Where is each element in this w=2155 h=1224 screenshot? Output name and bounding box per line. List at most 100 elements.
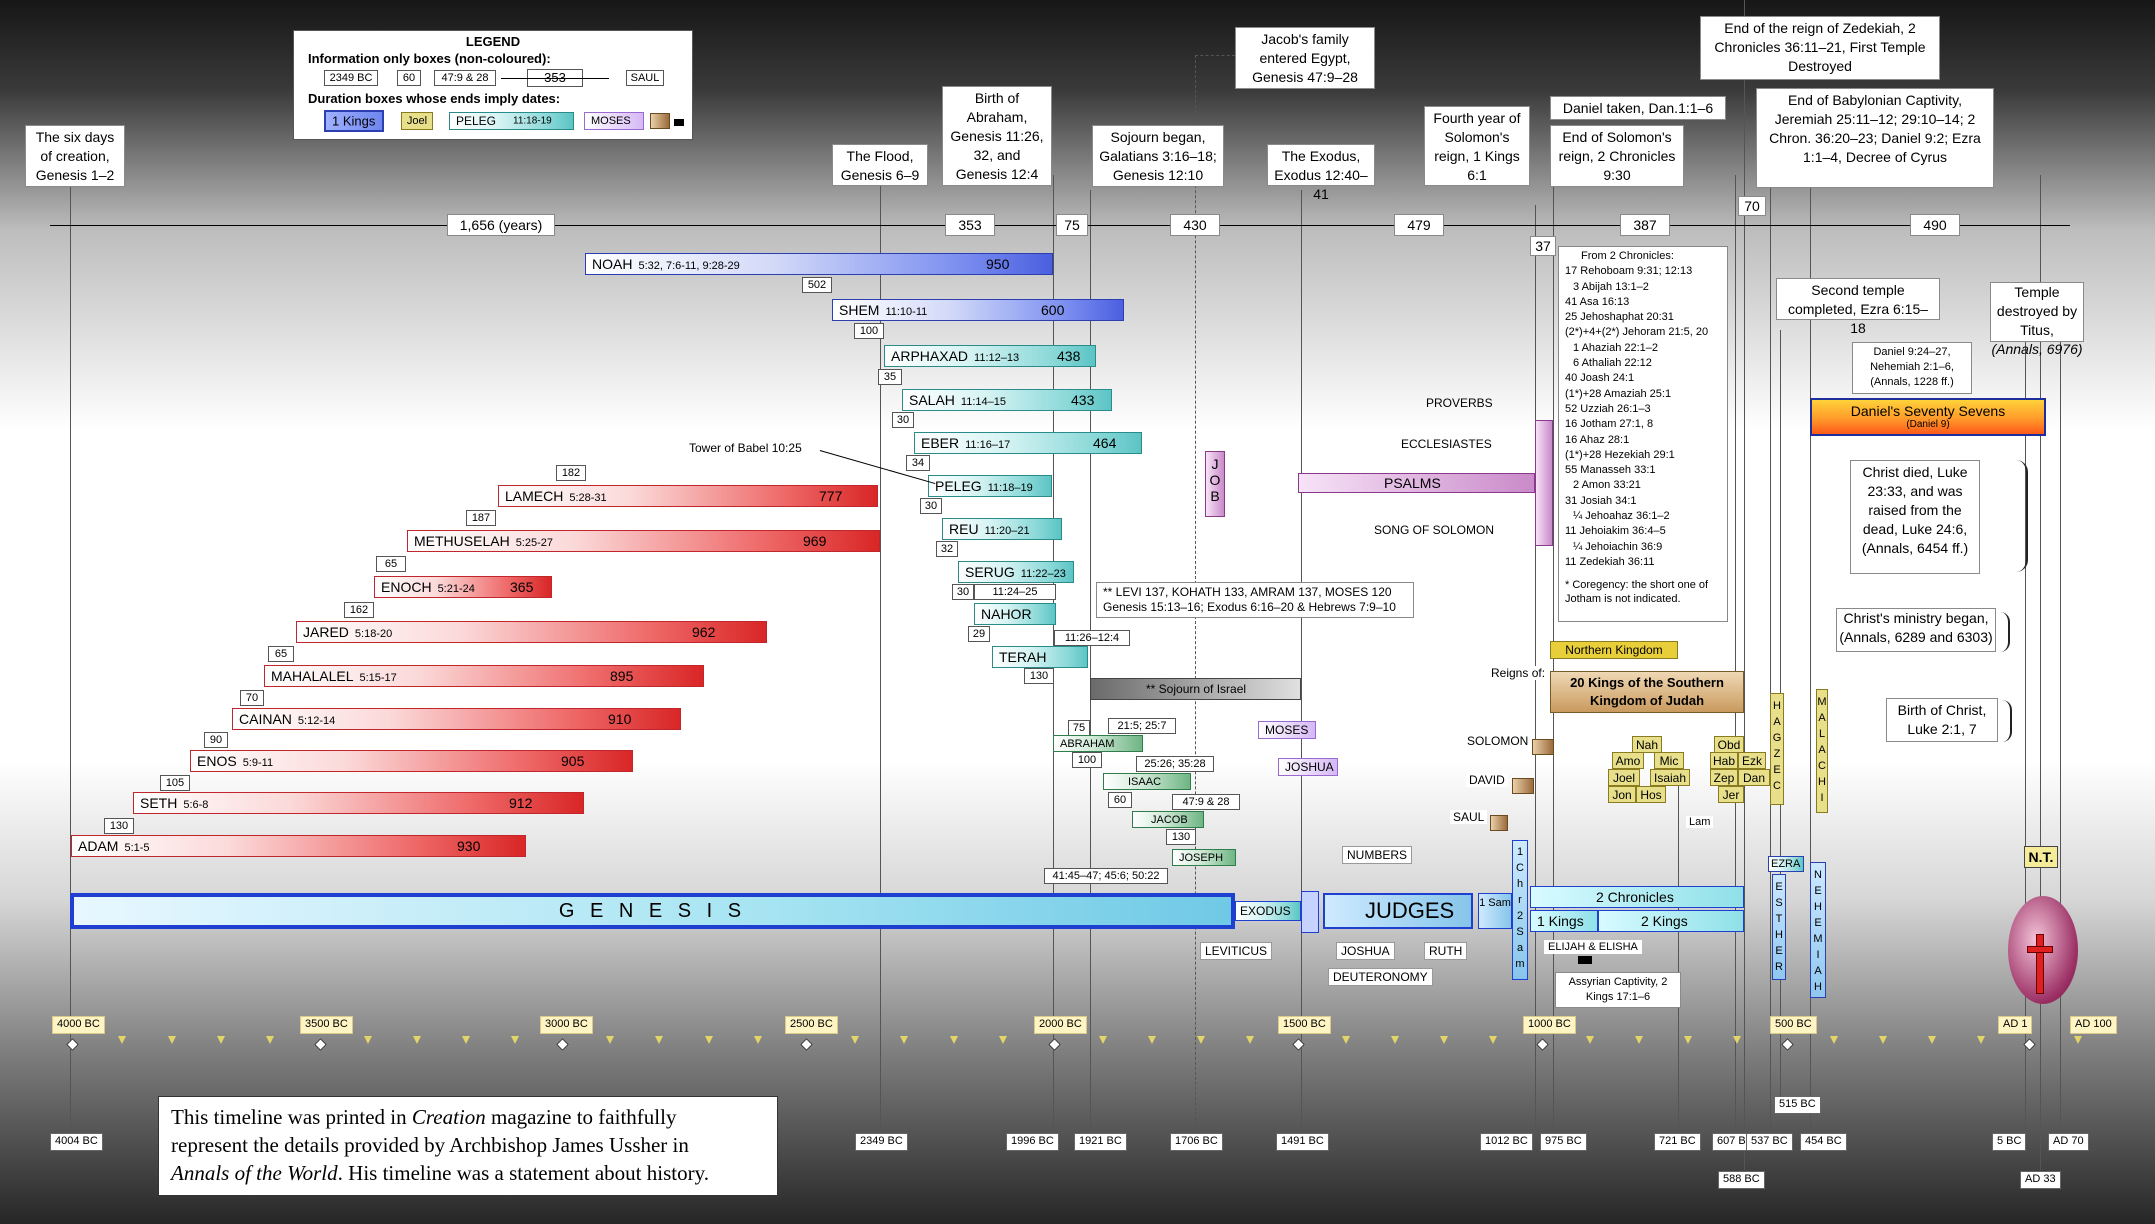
legend-sample-peleg: PELEG 11:18-19: [449, 112, 574, 130]
kings-row: 6 Athaliah 22:12: [1573, 357, 1652, 370]
bar-terah: TERAH: [992, 646, 1088, 668]
assyrian-note: Assyrian Captivity, 2 Kings 17:1–6: [1555, 972, 1681, 1008]
chronicles2-bar: 2 Chronicles: [1530, 886, 1744, 908]
date-ad70: AD 70: [2048, 1133, 2089, 1151]
date-1012bc: 1012 BC: [1480, 1133, 1533, 1151]
kings-row: (1*)+28 Hezekiah 29:1: [1565, 448, 1675, 461]
line-1491: [1301, 190, 1302, 1135]
kings-row: 11 Zedekiah 36:11: [1565, 555, 1655, 568]
year-2500bc: 2500 BC: [785, 1016, 838, 1034]
kings-row: (1*)+28 Amaziah 25:1: [1565, 387, 1672, 400]
legend-sample-black: [674, 119, 684, 126]
kings-row: 16 Ahaz 28:1: [1565, 433, 1630, 446]
date-454bc: 454 BC: [1800, 1133, 1847, 1151]
genesis-bar: G E N E S I S: [70, 893, 1235, 929]
line-1921: [1090, 190, 1091, 1135]
tick-diamond: [314, 1038, 327, 1051]
saul-label: SAUL: [1450, 810, 1488, 824]
gap-502: 502: [802, 277, 832, 293]
ref-joseph: 41:45–47; 45:6; 50:22: [1044, 868, 1168, 884]
tick-triangle: [1148, 1036, 1156, 1044]
gap-90: 90: [204, 732, 228, 748]
gap-30c: 30: [952, 584, 974, 600]
joshua-book-label: JOSHUA: [1336, 942, 1395, 960]
northern-kingdom: Northern Kingdom: [1550, 641, 1678, 659]
line-721: [1678, 760, 1679, 1135]
prophet-zep: Zep: [1710, 769, 1738, 786]
date-5bc: 5 BC: [1992, 1133, 2027, 1151]
kings-list-box: From 2 Chronicles: 17 Rehoboam 9:31; 12:…: [1558, 246, 1728, 622]
ministry-brace: [2000, 612, 2010, 652]
legend-box: LEGEND Information only boxes (non-colou…: [293, 30, 693, 140]
gap-70: 70: [240, 690, 264, 706]
tick-triangle: [1830, 1036, 1838, 1044]
year-1500bc: 1500 BC: [1278, 1016, 1331, 1034]
gap-130a: 130: [104, 818, 134, 834]
tick-diamond: [1292, 1038, 1305, 1051]
note-creation: The six days of creation, Genesis 1–2: [25, 125, 125, 187]
tick-triangle: [1197, 1036, 1205, 1044]
tick-triangle: [950, 1036, 958, 1044]
gap-130: 130: [1024, 668, 1054, 684]
kings1-bar: 1 Kings: [1530, 910, 1598, 932]
tick-triangle: [705, 1036, 713, 1044]
date-721bc: 721 BC: [1654, 1133, 1701, 1151]
nt-label: N.T.: [2024, 846, 2058, 868]
note-christ-died: Christ died, Luke 23:33, and was raised …: [1850, 460, 1980, 574]
numbers-label: NUMBERS: [1342, 846, 1413, 864]
prophet-jon: Jon: [1608, 786, 1636, 803]
prophet-nah: Nah: [1632, 736, 1662, 753]
bar-psalms: PSALMS: [1298, 473, 1535, 493]
serug-ref: 11:24–25: [974, 584, 1056, 600]
christ-died-brace: [2016, 460, 2028, 572]
tick-triangle: [1440, 1036, 1448, 1044]
note-birth: Birth of Christ, Luke 2:1, 7: [1886, 698, 1998, 742]
ref-abraham: 21:5; 25:7: [1108, 718, 1176, 734]
span-387: 387: [1620, 214, 1670, 236]
span-430: 430: [1170, 214, 1220, 236]
year-ad100: AD 100: [2070, 1016, 2117, 1034]
prophet-dan: Dan: [1738, 769, 1770, 786]
bar-jacob: JACOB: [1132, 811, 1204, 828]
tick-diamond: [800, 1038, 813, 1051]
kings-row: 2 Amon 33:21: [1573, 479, 1641, 492]
year-3000bc: 3000 BC: [540, 1016, 593, 1034]
date-1491bc: 1491 BC: [1276, 1133, 1329, 1151]
line-454: [1810, 175, 1811, 1135]
solomon-bar: [1532, 739, 1554, 755]
legend-sample-moses: MOSES: [584, 112, 644, 130]
span-70: 70: [1738, 196, 1766, 216]
tick-triangle: [266, 1036, 274, 1044]
gap-182: 182: [556, 465, 586, 481]
david-label: DAVID: [1466, 773, 1508, 787]
legend-sample-saul: SAUL: [626, 70, 664, 86]
legend-sample-kings: 1 Kings: [324, 110, 384, 132]
date-1921bc: 1921 BC: [1074, 1133, 1127, 1151]
date-588bc: 588 BC: [1718, 1171, 1765, 1189]
tick-diamond: [556, 1038, 569, 1051]
babel-label: Tower of Babel 10:25: [685, 441, 806, 455]
bar-joshua: JOSHUA: [1278, 758, 1338, 776]
note-flood: The Flood, Genesis 6–9: [832, 144, 928, 186]
kings-row: ¼ Jehoiachin 36:9: [1573, 540, 1663, 553]
judges-bar: JUDGES: [1323, 893, 1473, 929]
tick-diamond: [1781, 1038, 1794, 1051]
legend-sample-num: 60: [397, 70, 421, 86]
tick-triangle: [1879, 1036, 1887, 1044]
ruth-label: RUTH: [1424, 942, 1468, 960]
tick-triangle: [1977, 1036, 1985, 1044]
legend-sample-ref: 47:9 & 28: [434, 70, 496, 86]
levi-note: ** LEVI 137, KOHATH 133, AMRAM 137, MOSE…: [1096, 582, 1414, 618]
line-ad70: [2060, 330, 2061, 1135]
kings2-bar: 2 Kings: [1598, 910, 1744, 932]
